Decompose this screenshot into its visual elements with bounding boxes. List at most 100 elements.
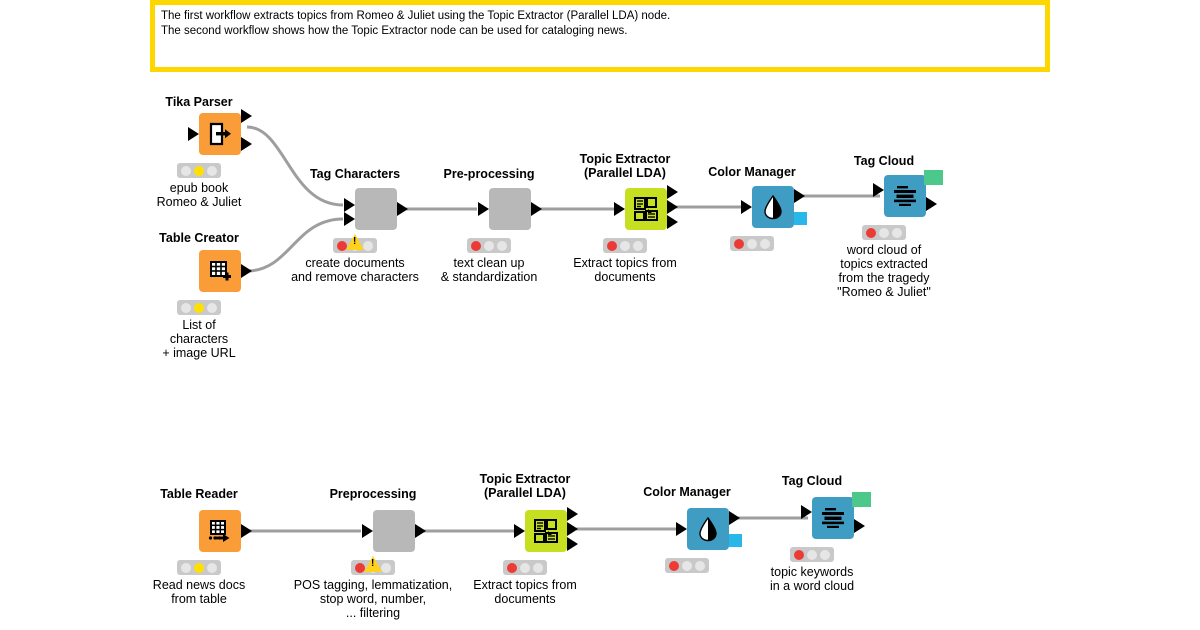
led-green	[633, 240, 644, 251]
port-in-0[interactable]	[676, 522, 687, 536]
node-body[interactable]	[625, 188, 667, 230]
desc-line: documents	[494, 592, 556, 606]
status-bar	[862, 225, 906, 240]
node-body[interactable]	[199, 510, 241, 552]
led-green	[533, 562, 544, 573]
port-out-0[interactable]	[531, 202, 542, 216]
port-in-0[interactable]	[514, 524, 525, 538]
node-title-line: Topic Extractor	[579, 152, 671, 166]
port-out-2[interactable]	[667, 215, 678, 229]
led-red	[180, 165, 191, 176]
led-yellow	[619, 240, 630, 251]
port-out-color-model[interactable]	[729, 534, 742, 547]
wire-tika-to-tagchars	[246, 125, 344, 207]
led-green	[820, 549, 831, 560]
node-body[interactable]	[812, 497, 854, 539]
port-out-image-flag[interactable]	[924, 170, 943, 185]
node-description: POS tagging, lemmatization, stop word, n…	[294, 578, 452, 620]
status-bar	[790, 547, 834, 562]
node-description: Read news docs from table	[153, 578, 245, 606]
node-body[interactable]	[752, 186, 794, 228]
port-in-0[interactable]	[362, 524, 373, 538]
port-in-0[interactable]	[741, 200, 752, 214]
port-out-0[interactable]	[241, 109, 252, 123]
port-in-0[interactable]	[801, 505, 812, 519]
port-out-0[interactable]	[794, 189, 805, 203]
annotation-line-2: The second workflow shows how the Topic …	[161, 25, 628, 37]
node-description: Extract topics from documents	[573, 256, 677, 284]
node-title: Table Creator	[159, 231, 239, 245]
node-body[interactable]	[199, 113, 241, 155]
status-bar	[603, 238, 647, 253]
port-out-0[interactable]	[415, 524, 426, 538]
workflow-annotation-box[interactable]: The first workflow extracts topics from …	[150, 0, 1050, 72]
led-green	[363, 240, 374, 251]
port-in-0[interactable]	[188, 127, 199, 141]
led-green	[695, 560, 706, 571]
node-body[interactable]	[525, 510, 567, 552]
node-title-line: (Parallel LDA)	[584, 165, 666, 180]
port-in-0[interactable]	[873, 183, 884, 197]
led-green	[892, 227, 903, 238]
desc-line: word cloud of	[846, 243, 922, 257]
port-out-1[interactable]	[667, 200, 678, 214]
node-body[interactable]	[199, 250, 241, 292]
port-in-1[interactable]	[344, 212, 355, 226]
node-body[interactable]	[355, 188, 397, 230]
port-in-0[interactable]	[478, 202, 489, 216]
port-in-0[interactable]	[614, 202, 625, 216]
port-out-0[interactable]	[926, 197, 937, 211]
port-out-color-model[interactable]	[794, 212, 807, 225]
port-out-1[interactable]	[241, 137, 252, 151]
led-yellow	[681, 560, 692, 571]
node-description: create documents and remove characters	[291, 256, 419, 284]
port-out-0[interactable]	[567, 507, 578, 521]
node-title: Preprocessing	[329, 487, 417, 501]
node-body[interactable]	[489, 188, 531, 230]
tag-cloud-icon	[812, 497, 854, 539]
warning-icon	[346, 234, 364, 250]
port-out-2[interactable]	[567, 537, 578, 551]
led-red	[606, 240, 617, 251]
led-yellow	[746, 238, 757, 249]
port-out-0[interactable]	[397, 202, 408, 216]
node-body[interactable]	[373, 510, 415, 552]
led-red	[180, 302, 191, 313]
annotation-line-1: The first workflow extracts topics from …	[161, 10, 671, 22]
node-body[interactable]	[884, 175, 926, 217]
port-out-0[interactable]	[241, 264, 252, 278]
desc-line: topics extracted	[840, 257, 928, 271]
node-title: Color Manager	[643, 485, 731, 499]
status-bar	[177, 163, 221, 178]
node-title: Tika Parser	[165, 95, 233, 109]
node-description: text clean up & standardization	[441, 256, 538, 284]
desc-line: text clean up	[453, 256, 525, 270]
led-green	[381, 562, 392, 573]
desc-line: documents	[594, 270, 656, 284]
node-description: Extract topics from documents	[473, 578, 577, 606]
tag-cloud-icon	[884, 175, 926, 217]
led-green	[207, 562, 218, 573]
led-red	[668, 560, 679, 571]
table-read-icon	[199, 510, 241, 552]
desc-line: Romeo & Juliet	[156, 195, 242, 209]
port-out-1[interactable]	[567, 522, 578, 536]
port-out-image-flag[interactable]	[852, 492, 871, 507]
led-red	[865, 227, 876, 238]
node-title: Topic Extractor (Parallel LDA)	[479, 472, 571, 500]
desc-line: epub book	[169, 181, 229, 195]
desc-line: POS tagging, lemmatization,	[293, 578, 453, 592]
port-out-0[interactable]	[854, 519, 865, 533]
node-title: Tag Characters	[309, 167, 401, 181]
port-in-0[interactable]	[344, 198, 355, 212]
port-out-0[interactable]	[667, 185, 678, 199]
port-out-0[interactable]	[729, 511, 740, 525]
status-bar	[177, 560, 221, 575]
desc-line: "Romeo & Juliet"	[837, 285, 931, 299]
port-out-0[interactable]	[241, 524, 252, 538]
node-body[interactable]	[687, 508, 729, 550]
topic-extractor-icon	[525, 510, 567, 552]
node-title-line: Topic Extractor	[479, 472, 571, 486]
node-description: word cloud of topics extracted from the …	[837, 243, 931, 299]
document-export-icon	[199, 113, 241, 155]
